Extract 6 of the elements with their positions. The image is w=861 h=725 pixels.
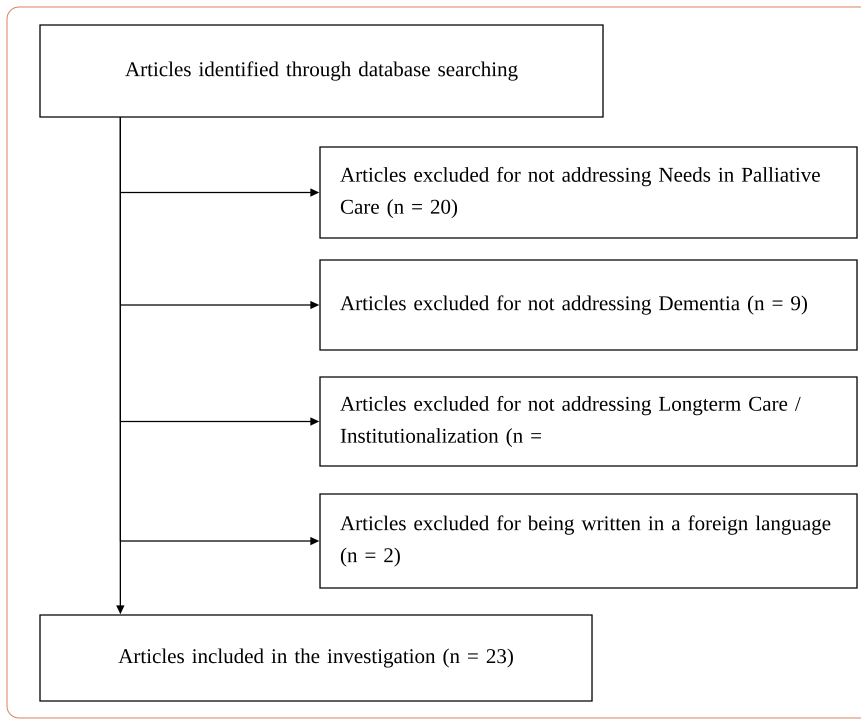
process-box: Articles included in the investigation (n = 23)	[39, 614, 593, 702]
process-box: Articles excluded for being written in a foreign language (n = 2)	[319, 493, 858, 589]
process-box: Articles excluded for not addressing Longterm Care / Institutionalization (n =	[319, 376, 858, 467]
process-box: Articles excluded for not addressing Dementia (n = 9)	[319, 259, 858, 351]
process-box: Articles identified through database searching	[39, 24, 604, 118]
process-box: Articles excluded for not addressing Needs in Palliative Care (n = 20)	[319, 146, 858, 239]
